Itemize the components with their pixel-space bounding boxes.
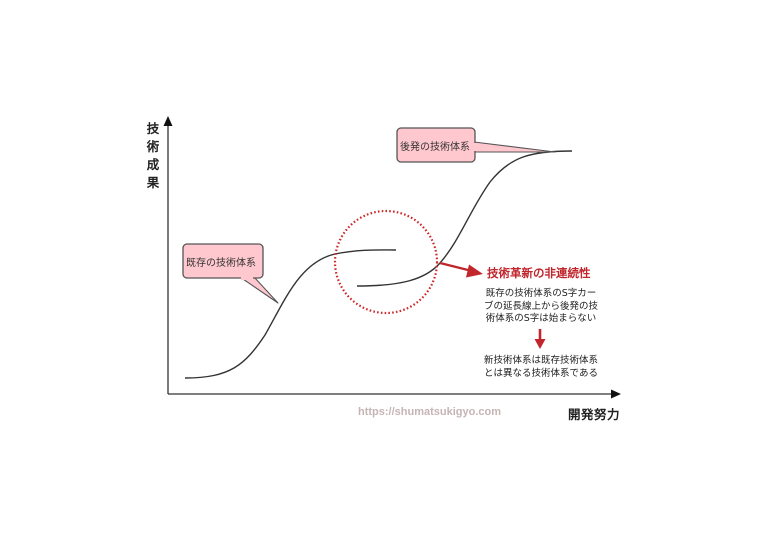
watermark-url: https://shumatsukigyo.com: [358, 406, 502, 418]
down-arrow-head-icon: [534, 339, 546, 349]
y-axis-label-char: 果: [146, 175, 160, 190]
callout-new-label: 後発の技術体系: [400, 142, 470, 153]
red-arrow-line: [439, 261, 473, 273]
new-technology-curve: [356, 150, 573, 287]
explanation-note: 既存の技術体系のS字カー ブの延長線上から後発の技 術体系のS字は始まらない: [478, 288, 604, 326]
callout-existing-pointer: [239, 276, 279, 304]
callout-existing-label: 既存の技術体系: [186, 258, 256, 269]
x-axis-label: 開発努力: [568, 407, 621, 422]
y-axis-arrow-icon: [163, 116, 173, 126]
conclusion-line: とは異なる技術体系である: [484, 367, 598, 379]
x-axis-arrow-icon: [611, 389, 621, 399]
y-axis-label-char: 技: [146, 121, 160, 136]
note-line: ブの延長線上から後発の技: [483, 300, 598, 312]
callout-new-joint: [470, 143, 477, 151]
red-arrow-head-icon: [466, 264, 483, 278]
y-axis-label-char: 成: [146, 157, 160, 172]
discontinuity-title: 技術革新の非連続性: [487, 266, 591, 280]
note-line: 既存の技術体系のS字カー: [485, 288, 597, 299]
callout-existing-box: [182, 243, 264, 279]
conclusion-line: 新技術体系は既存技術体系: [483, 355, 598, 366]
note-line: 術体系のS字は始まらない: [485, 313, 597, 324]
conclusion-note: 新技術体系は既存技術体系 とは異なる技術体系である: [478, 355, 604, 380]
y-axis-label: 技 術 成 果: [145, 120, 161, 192]
discontinuity-circle: [333, 209, 439, 315]
callout-existing-joint: [241, 274, 253, 280]
existing-technology-curve: [184, 249, 397, 379]
y-axis-label-char: 術: [146, 139, 160, 154]
callout-new-pointer: [473, 141, 556, 153]
